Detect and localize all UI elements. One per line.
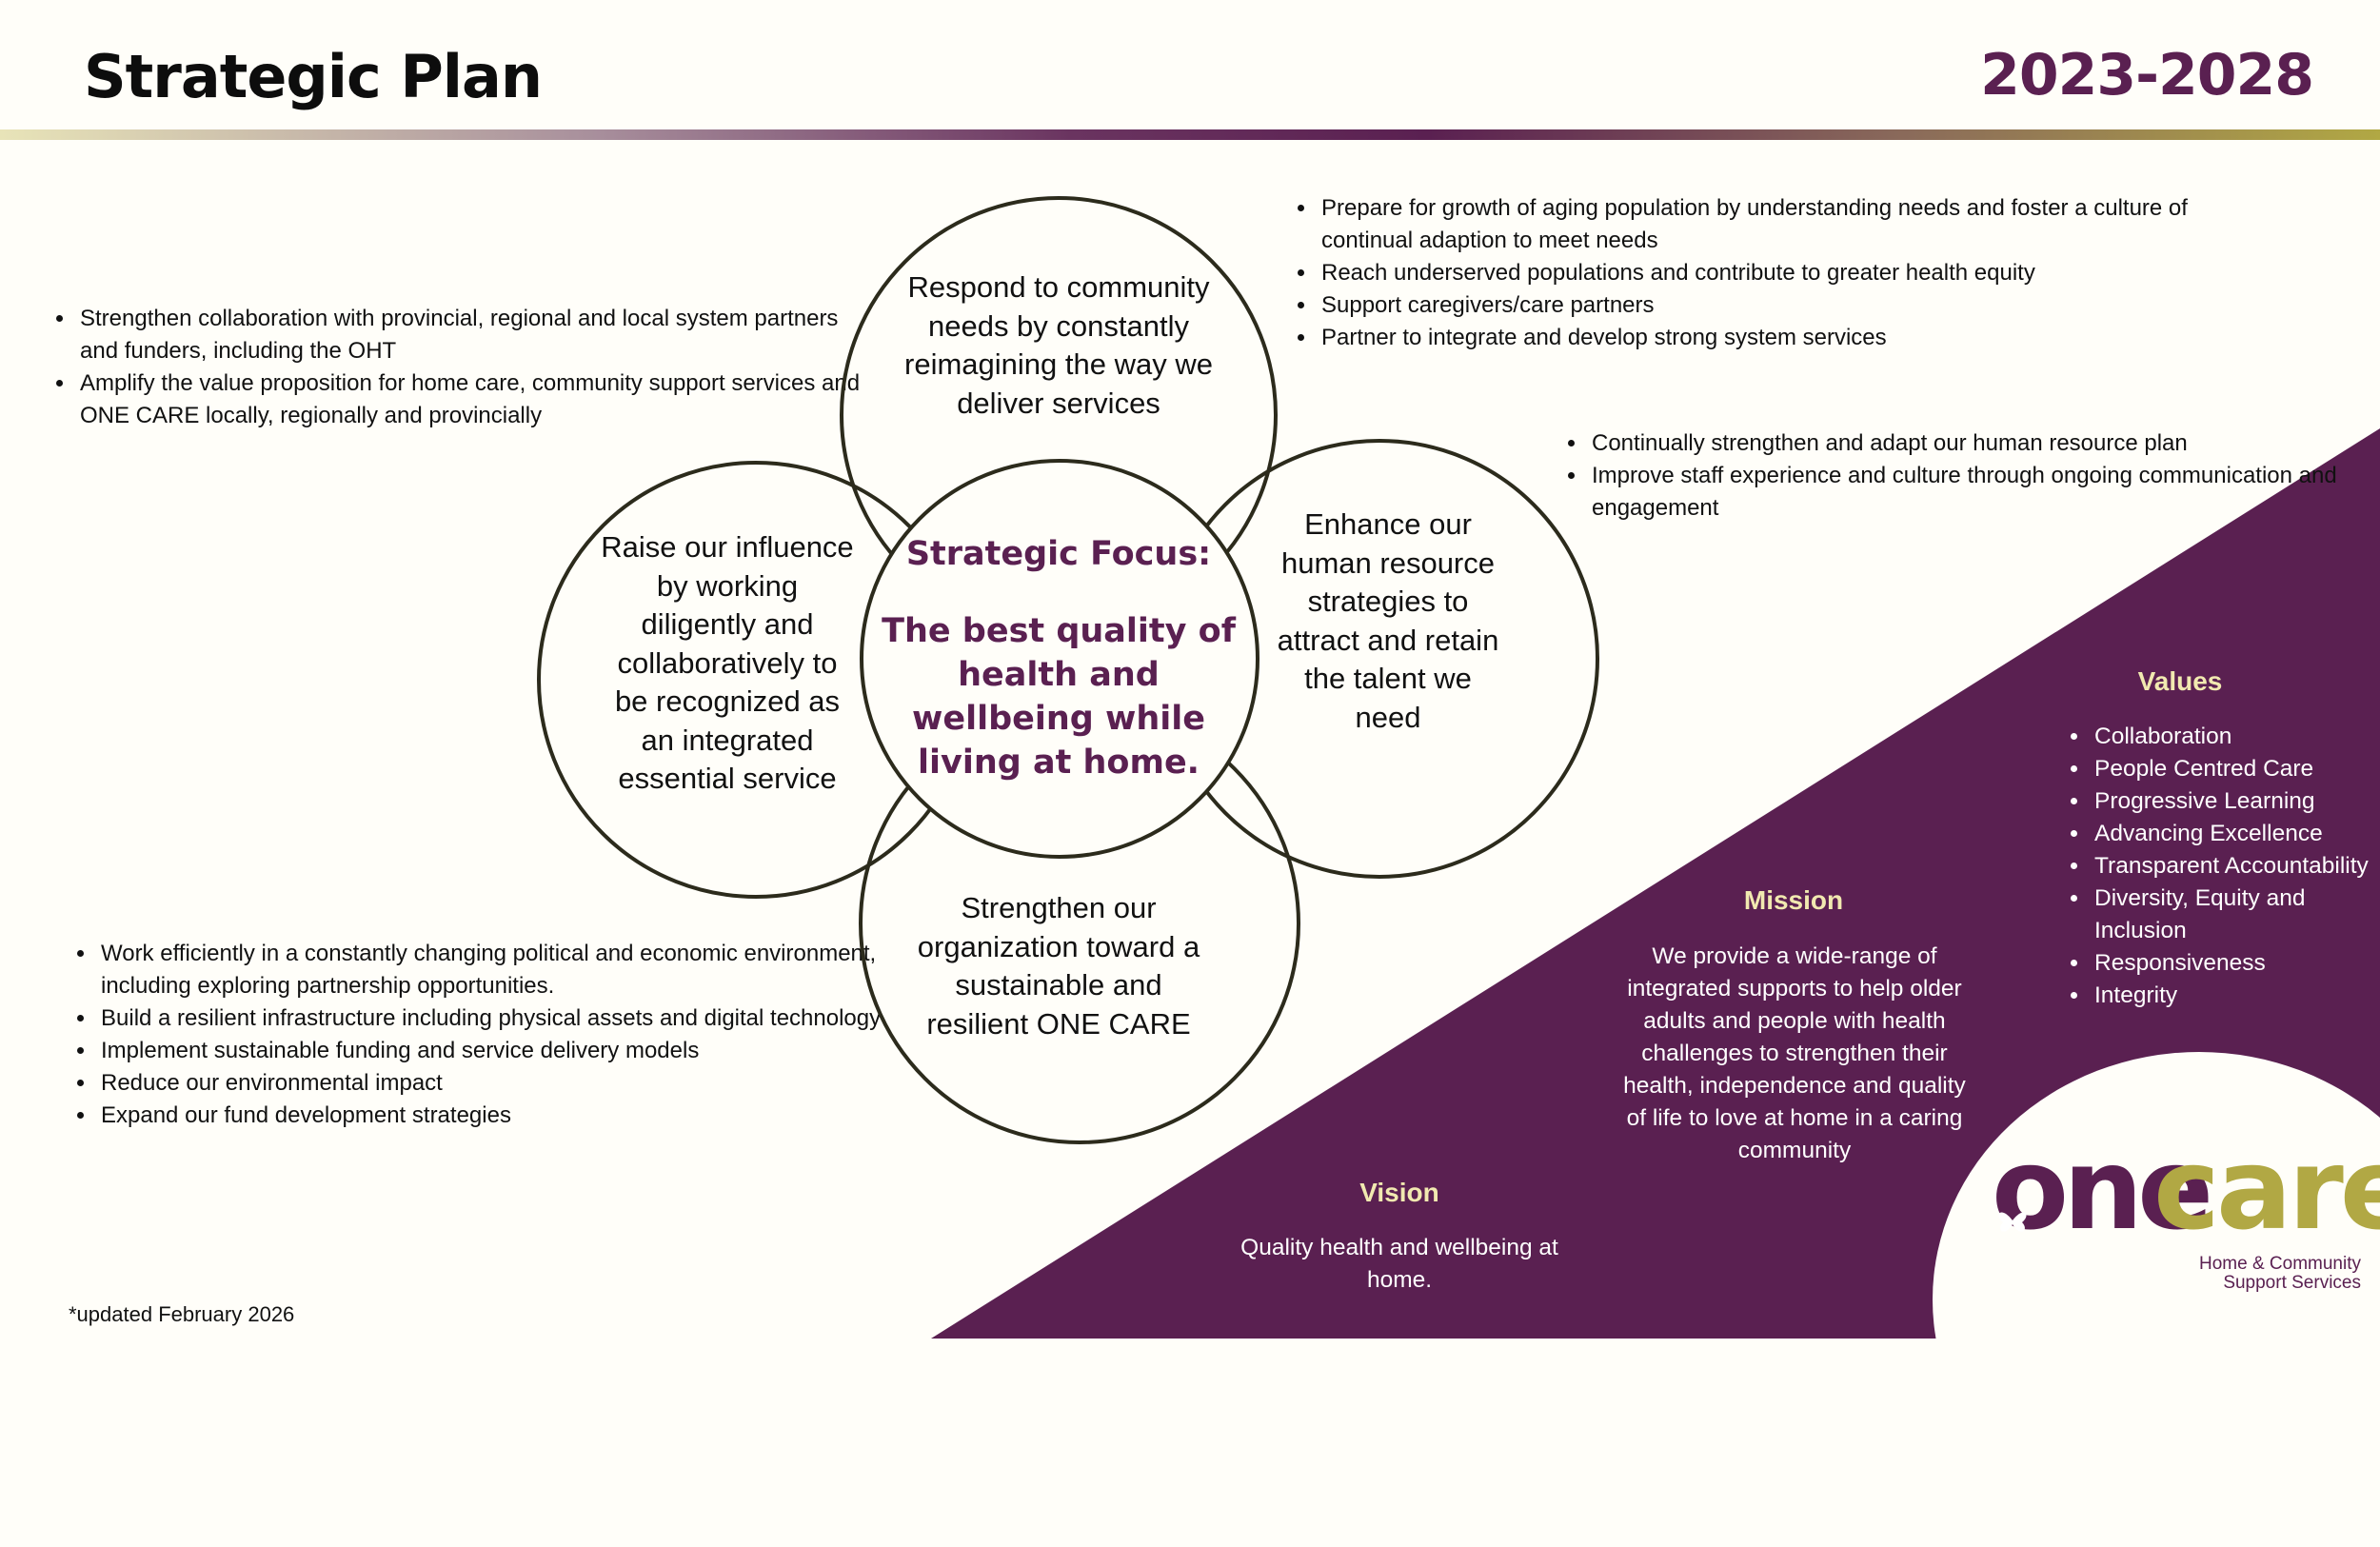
list-item: Reach underserved populations and contri… (1318, 257, 2222, 289)
strategic-focus-text: The best quality of health and wellbeing… (882, 612, 1236, 782)
strategic-focus-heading: Strategic Focus: (905, 535, 1212, 573)
list-item: Prepare for growth of aging population b… (1318, 192, 2222, 257)
footnote: *updated February 2026 (69, 1302, 295, 1326)
list-item: Continually strengthen and adapt our hum… (1588, 427, 2350, 460)
circle-bottom-text: Strengthen our organization toward a sus… (917, 891, 1200, 1041)
logo-care: care (2153, 1123, 2380, 1255)
purple-triangle-background (931, 428, 2380, 1339)
circle-top-text: Respond to community needs by constantly… (904, 270, 1213, 420)
list-item: People Centred Care (2091, 753, 2376, 785)
circle-center (860, 459, 1259, 859)
logo-subtitle-line2: Support Services (2223, 1273, 2361, 1293)
page-title: Strategic Plan (84, 42, 543, 111)
list-item: Reduce our environmental impact (97, 1067, 897, 1100)
list-item: Amplify the value proposition for home c… (76, 367, 876, 432)
list-item: Work efficiently in a constantly changin… (97, 938, 897, 1002)
list-item: Integrity (2091, 980, 2376, 1012)
list-item: Implement sustainable funding and servic… (97, 1035, 897, 1067)
list-item: Support caregivers/care partners (1318, 289, 2222, 322)
right-bullets: Continually strengthen and adapt our hum… (1561, 427, 2350, 525)
list-item: Advancing Excellence (2091, 818, 2376, 850)
list-item: Expand our fund development strategies (97, 1100, 897, 1132)
list-item: Responsiveness (2091, 947, 2376, 980)
list-item: Transparent Accountability (2091, 850, 2376, 883)
top-bullets: Prepare for growth of aging population b… (1291, 192, 2222, 354)
mission-text: We provide a wide-range of integrated su… (1623, 943, 1966, 1163)
list-item: Progressive Learning (2091, 785, 2376, 818)
mission-heading: Mission (1743, 885, 1844, 915)
list-item: Partner to integrate and develop strong … (1318, 322, 2222, 354)
vision-text: Quality health and wellbeing at home. (1240, 1235, 1558, 1293)
circle-left-text: Raise our influence by working diligentl… (601, 530, 854, 795)
circle-right-text: Enhance our human resource strategies to… (1277, 507, 1499, 734)
left-top-bullets: Strengthen collaboration with provincial… (50, 303, 876, 432)
list-item: Improve staff experience and culture thr… (1588, 460, 2350, 525)
butterfly-icon (1998, 1212, 2027, 1232)
list-item: Collaboration (2091, 721, 2376, 753)
values-heading: Values (2137, 666, 2223, 696)
values-list: Collaboration People Centred Care Progre… (2066, 721, 2376, 1012)
logo-subtitle: Home & Community Support Services (2113, 1255, 2361, 1293)
list-item: Strengthen collaboration with provincial… (76, 303, 876, 367)
bottom-bullets: Work efficiently in a constantly changin… (70, 938, 897, 1132)
vision-heading: Vision (1359, 1178, 1439, 1207)
plan-years: 2023-2028 (1980, 42, 2314, 109)
logo-subtitle-line1: Home & Community (2199, 1254, 2361, 1274)
header-gradient-bar (0, 129, 2380, 140)
list-item: Build a resilient infrastructure includi… (97, 1002, 897, 1035)
logo-one: one (1992, 1123, 2213, 1255)
list-item: Diversity, Equity and Inclusion (2091, 883, 2376, 947)
